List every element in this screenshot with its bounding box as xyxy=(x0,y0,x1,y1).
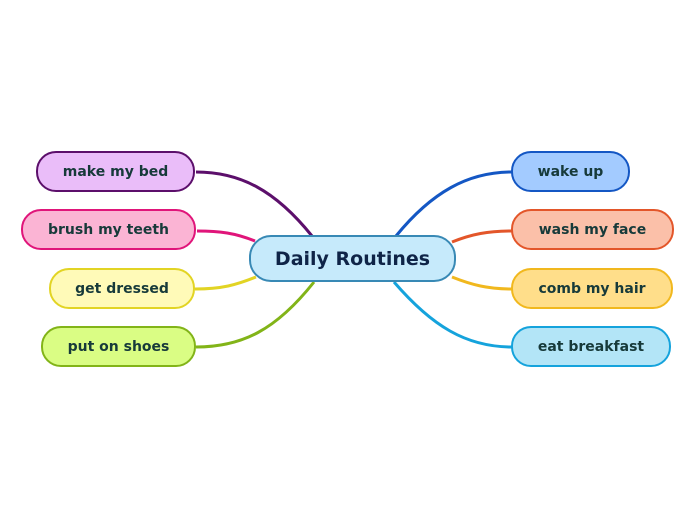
topic-put-on-shoes[interactable]: put on shoes xyxy=(41,326,196,367)
topic-comb-my-hair[interactable]: comb my hair xyxy=(511,268,673,309)
connector-eat-breakfast xyxy=(392,281,513,349)
connector-put-on-shoes xyxy=(195,281,316,349)
connector-wake-up xyxy=(394,170,513,237)
topic-wash-my-face[interactable]: wash my face xyxy=(511,209,674,250)
topic-eat-breakfast[interactable]: eat breakfast xyxy=(511,326,671,367)
topic-get-dressed[interactable]: get dressed xyxy=(49,268,195,309)
connector-make-my-bed xyxy=(195,170,314,237)
topic-make-my-bed[interactable]: make my bed xyxy=(36,151,195,192)
connector-wash-my-face xyxy=(451,229,513,244)
topic-brush-my-teeth[interactable]: brush my teeth xyxy=(21,209,196,250)
connector-get-dressed xyxy=(194,275,257,291)
connector-comb-my-hair xyxy=(451,275,513,291)
central-topic[interactable]: Daily Routines xyxy=(249,235,456,282)
topic-wake-up[interactable]: wake up xyxy=(511,151,630,192)
connector-brush-my-teeth xyxy=(196,229,256,243)
